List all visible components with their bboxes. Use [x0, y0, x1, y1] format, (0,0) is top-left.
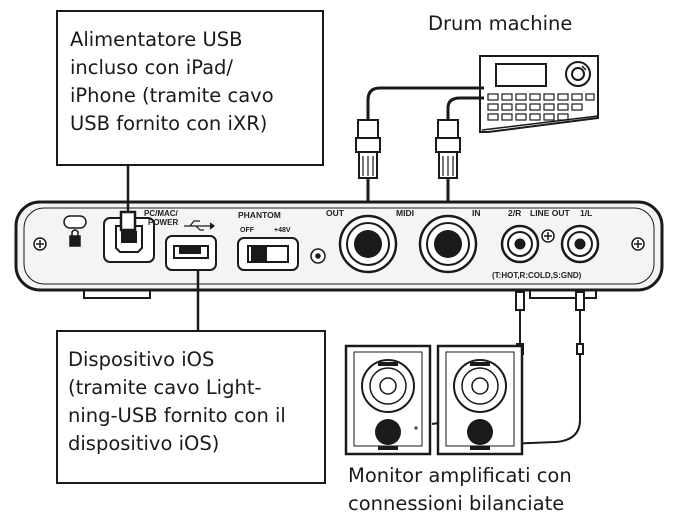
- usb-a-port: [165, 235, 217, 271]
- callout-ios-device: Dispositivo iOS (tramite cavo Light- nin…: [56, 330, 326, 484]
- line-out-center-screw-icon: [541, 229, 555, 243]
- label-off: OFF: [240, 227, 255, 234]
- callout-usb-power-line2: incluso con iPad/: [70, 56, 233, 79]
- callout-usb-power: Alimentatore USB incluso con iPad/ iPhon…: [56, 10, 324, 166]
- phantom-switch[interactable]: [237, 237, 299, 271]
- label-pc-mac-power-line2: POWER: [148, 218, 178, 227]
- label-trs-note: (T:HOT,R:COLD,S:GND): [492, 271, 582, 280]
- label-phantom: PHANTOM: [238, 210, 281, 220]
- callout-ios-device-line4: dispositivo iOS): [68, 432, 220, 455]
- security-slot-icon: [63, 215, 87, 247]
- callout-ios-device-line2: (tramite cavo Light-: [68, 376, 262, 399]
- midi-out-jack: [338, 214, 398, 274]
- usb-power-cable: [119, 164, 137, 232]
- label-in: IN: [472, 208, 481, 218]
- midi-in-jack: [418, 214, 478, 274]
- caption-monitors-line2: connessioni bilanciate: [348, 492, 565, 515]
- caption-monitors-line1: Monitor amplificati con: [348, 464, 572, 487]
- callout-ios-device-line3: ning-USB fornito con il: [68, 404, 286, 427]
- phantom-indicator-icon: [310, 248, 326, 264]
- label-midi: MIDI: [396, 208, 414, 218]
- caption-drum-machine: Drum machine: [428, 12, 573, 35]
- callout-usb-power-line4: USB fornito con iXR): [70, 112, 268, 135]
- line-out-1l-jack: [560, 224, 600, 264]
- label-pc-mac-power-line1: PC/MAC/: [144, 209, 179, 218]
- drum-machine-icon: [479, 55, 599, 133]
- screw-right-icon: [631, 237, 645, 251]
- label-out: OUT: [326, 208, 345, 218]
- label-line-out: LINE OUT: [530, 208, 570, 218]
- usb-symbol-icon: [184, 220, 215, 231]
- midi-plug-in: [435, 119, 461, 179]
- monitor-speaker-left-icon: [344, 344, 432, 456]
- label-48v: +48V: [274, 227, 291, 234]
- midi-plug-out: [355, 119, 381, 179]
- callout-ios-device-line1: Dispositivo iOS: [68, 348, 215, 371]
- callout-usb-power-line3: iPhone (tramite cavo: [70, 84, 274, 107]
- screw-left-icon: [33, 237, 47, 251]
- line-out-2r-jack: [500, 224, 540, 264]
- usb-b-port: [103, 217, 155, 263]
- callout-usb-power-line1: Alimentatore USB: [70, 28, 243, 51]
- label-2r: 2/R: [508, 208, 521, 218]
- label-1l: 1/L: [580, 208, 592, 218]
- monitor-speaker-right-icon: [436, 344, 524, 456]
